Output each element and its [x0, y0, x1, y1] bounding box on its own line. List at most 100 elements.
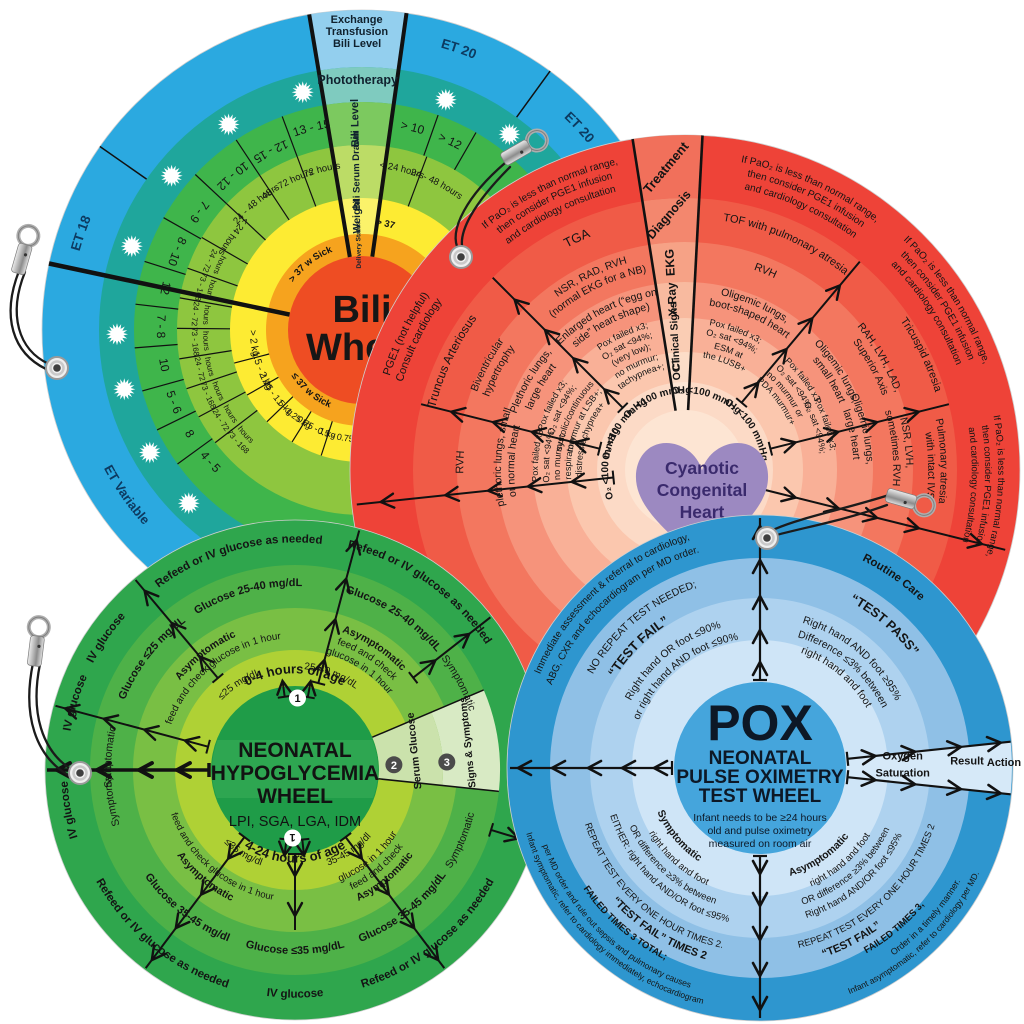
- window-band: [661, 317, 693, 354]
- arrowhead: [62, 703, 81, 720]
- pox-wheel-title: TEST WHEEL: [699, 786, 822, 807]
- window-band-label: Clinical Signs: [667, 302, 683, 372]
- arrowhead: [525, 477, 543, 494]
- arrowhead: [571, 356, 589, 374]
- starburst-icon: [177, 492, 200, 515]
- arrowhead: [903, 517, 922, 534]
- grommet-hole: [53, 364, 61, 372]
- pox-wheel-title: POX: [707, 695, 813, 751]
- sector-divider: [291, 411, 312, 443]
- sector-divider: [235, 139, 261, 177]
- pin-body: [885, 488, 918, 510]
- arrowhead: [286, 901, 304, 919]
- sector-divider: [135, 303, 179, 310]
- arrowhead: [966, 532, 985, 549]
- sector-divider: [259, 175, 290, 221]
- grommet-hole: [763, 534, 771, 542]
- arrowhead: [585, 759, 603, 777]
- step-number-circle: [385, 756, 403, 774]
- arrowhead: [751, 995, 769, 1013]
- sector-divider: [372, 689, 484, 738]
- window-band: [671, 381, 690, 411]
- metal-pin: [11, 223, 41, 275]
- pox-sector-label: Action: [987, 757, 1022, 769]
- hypoglycemia-wheel-subtitle: LPI, SGA, LGA, IDM: [229, 814, 361, 830]
- arrow-tail-bar: [617, 402, 629, 414]
- grommet: [449, 245, 473, 269]
- arrowhead: [571, 437, 590, 454]
- arrowhead: [448, 406, 467, 423]
- starburst-icon: [291, 81, 314, 104]
- pin-body: [27, 635, 45, 667]
- grommet-inner-ring: [453, 249, 469, 265]
- hypoglycemia-wheel-title: NEONATAL: [238, 739, 352, 762]
- starburst-icon: [113, 378, 136, 401]
- arrowhead: [345, 537, 362, 556]
- starburst-icon: [217, 113, 240, 136]
- pin-body: [11, 242, 33, 275]
- window-band-label: X-Ray: [664, 282, 680, 317]
- sector-divider: [134, 579, 219, 679]
- arrowhead: [226, 842, 243, 861]
- sector-divider: [266, 396, 294, 423]
- arrowhead: [334, 576, 351, 595]
- hypoglycemia-wheel-title: HYPOGLYCEMIA: [211, 762, 379, 785]
- arrowhead: [423, 944, 440, 963]
- sector-divider: [163, 217, 202, 240]
- lanyard-cable: [9, 269, 48, 371]
- lanyard-cable: [454, 161, 507, 253]
- sector-divider: [156, 410, 196, 431]
- arrowhead: [985, 783, 1004, 801]
- arrowhead: [134, 761, 154, 779]
- arrowhead: [543, 328, 561, 346]
- bili-sector-label: 7 - 8: [154, 314, 169, 338]
- arrowhead: [419, 658, 438, 676]
- sector-divider: [370, 12, 409, 257]
- arrowhead: [485, 481, 503, 498]
- arrowhead: [751, 961, 769, 979]
- arrowhead: [378, 492, 396, 509]
- bili-sector-label: hours: [201, 305, 212, 325]
- sector-divider: [631, 138, 677, 411]
- window-band-label: Exchange: [331, 14, 383, 26]
- window-band: [309, 10, 407, 71]
- arrowhead: [825, 283, 842, 301]
- sector-divider: [187, 267, 238, 287]
- sector-divider: [423, 114, 439, 156]
- arrowhead: [743, 380, 760, 399]
- sector-divider: [301, 839, 305, 854]
- arrowhead: [822, 426, 841, 443]
- starburst-icon: [160, 164, 183, 187]
- lanyard-cable: [773, 493, 891, 531]
- sector-divider: [296, 156, 317, 207]
- arrowhead: [172, 761, 192, 779]
- sector-divider: [515, 70, 551, 118]
- starburst-icon: [434, 88, 457, 111]
- arrow-tail-bar: [845, 751, 850, 766]
- arrowhead: [900, 744, 918, 762]
- arrowhead: [651, 759, 669, 777]
- arrowhead: [861, 417, 880, 434]
- arrowhead: [347, 842, 364, 861]
- pox-wheel-title: NEONATAL: [709, 748, 812, 769]
- window-band-label: Transfusion: [326, 26, 389, 38]
- arrowhead: [300, 678, 317, 697]
- sector-divider: [214, 409, 258, 444]
- cyanotic-sector-label: RVH: [454, 450, 467, 474]
- pin-hole: [23, 253, 28, 257]
- arrowhead: [286, 861, 304, 879]
- pox-wheel-title: old and pulse oximetry: [707, 825, 813, 837]
- window-band-label: Weight: [351, 198, 364, 234]
- arrowhead: [92, 761, 112, 779]
- grommet-inner-ring: [49, 360, 65, 376]
- arrowhead: [174, 912, 191, 931]
- cyanotic-sector-label: with intact IVS: [922, 430, 937, 499]
- sector-divider: [226, 203, 266, 241]
- grommet: [68, 761, 92, 785]
- arrowhead: [602, 387, 620, 405]
- arrowhead: [751, 557, 769, 575]
- step-number: 3: [444, 757, 450, 769]
- arrowhead: [903, 406, 922, 423]
- arrowhead: [198, 654, 215, 673]
